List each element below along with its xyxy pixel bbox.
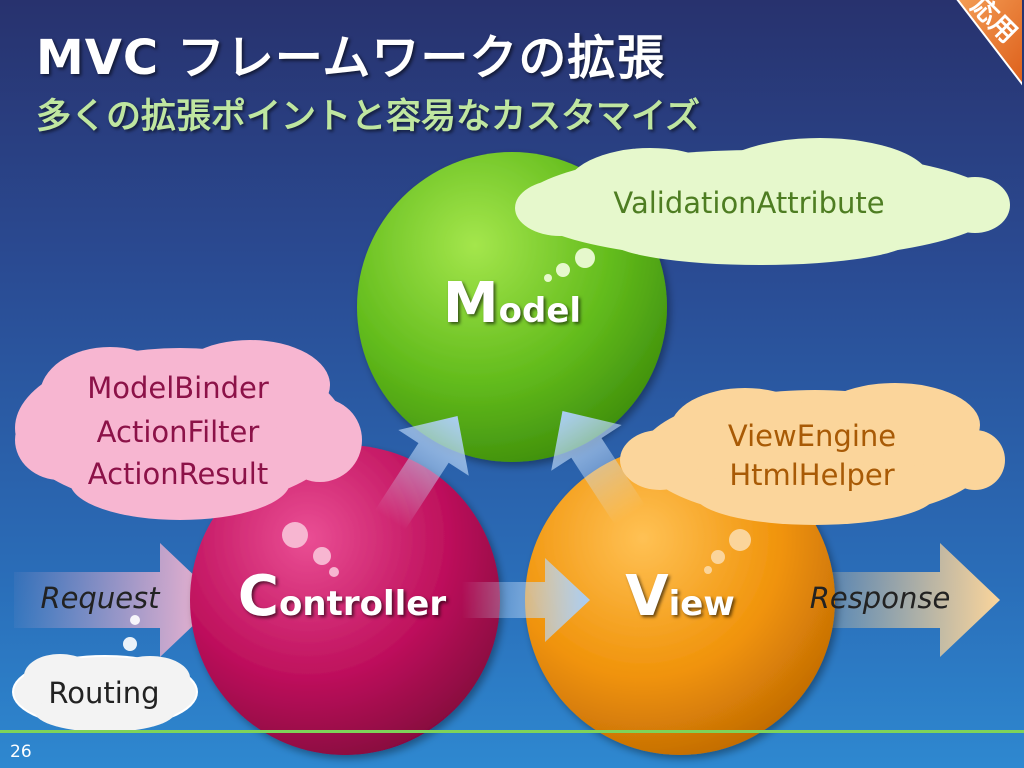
model-label: Model	[443, 271, 581, 336]
slide-title: MVC フレームワークの拡張	[36, 30, 666, 86]
page-number: 26	[10, 742, 32, 762]
model-initial: M	[443, 271, 499, 336]
corner-badge: 応用	[956, 0, 1022, 86]
view-label: View	[625, 564, 734, 629]
view-cloud-line-2: HtmlHelper	[729, 458, 894, 492]
slide-subtitle: 多くの拡張ポイントと容易なカスタマイズ	[36, 97, 700, 137]
response-arrow	[792, 543, 1000, 657]
view-cloud-line-1: ViewEngine	[728, 419, 896, 453]
request-label: Request	[40, 581, 161, 615]
routing-cloud: Routing	[12, 615, 198, 732]
model-cloud: ValidationAttribute	[515, 138, 1010, 282]
routing-label: Routing	[48, 676, 159, 710]
view-cloud: ViewEngine HtmlHelper	[620, 383, 1005, 574]
request-arrow	[14, 543, 220, 657]
footer-divider	[0, 730, 1024, 733]
view-to-model-arrow	[551, 411, 646, 525]
controller-label: Controller	[238, 564, 446, 629]
view-circle	[525, 445, 835, 755]
controller-initial: C	[238, 564, 279, 629]
view-initial: V	[625, 564, 669, 629]
view-rest: iew	[669, 584, 735, 624]
controller-cloud-line-2: ActionFilter	[97, 415, 260, 449]
controller-circle	[190, 445, 500, 755]
badge-ribbon	[956, 0, 1022, 86]
model-cloud-label: ValidationAttribute	[613, 186, 884, 220]
controller-to-model-arrow	[374, 416, 469, 530]
controller-cloud-line-3: ActionResult	[88, 457, 268, 491]
model-rest: odel	[499, 291, 581, 331]
controller-rest: ontroller	[279, 584, 446, 624]
controller-cloud-line-1: ModelBinder	[87, 371, 269, 405]
controller-cloud: ModelBinder ActionFilter ActionResult	[15, 340, 362, 577]
controller-to-view-arrow	[462, 558, 590, 642]
response-label: Response	[810, 581, 951, 615]
